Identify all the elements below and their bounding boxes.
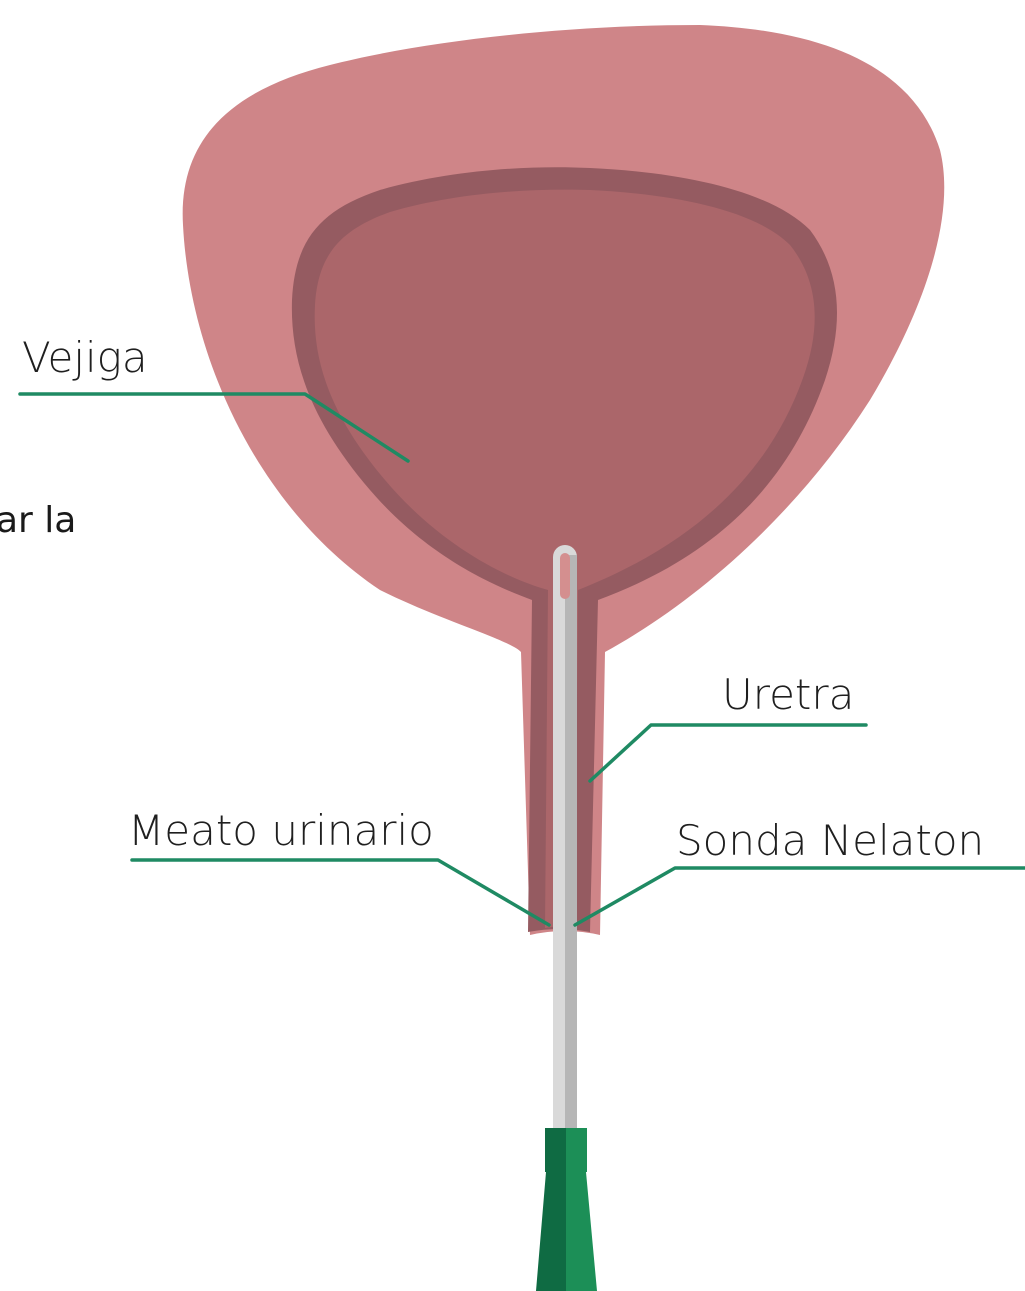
connector-light-half — [566, 1128, 597, 1291]
connector-dark-half — [536, 1128, 566, 1291]
meato-label: Meato urinario — [128, 806, 434, 855]
uretra-label: Uretra — [722, 670, 854, 719]
meato-leader-line — [132, 860, 549, 925]
sonda-leader-line — [575, 868, 1025, 925]
catheter-tip-eye — [560, 553, 570, 599]
catheter-connector — [536, 1128, 597, 1291]
uretra-leader-line — [590, 725, 866, 781]
catheter — [553, 545, 577, 1145]
catheter-tube-shadow — [565, 555, 577, 1145]
cut-off-text-fragment: ar la — [0, 500, 76, 541]
vejiga-label: Vejiga — [22, 333, 148, 382]
sonda-label: Sonda Nelaton — [676, 816, 984, 865]
